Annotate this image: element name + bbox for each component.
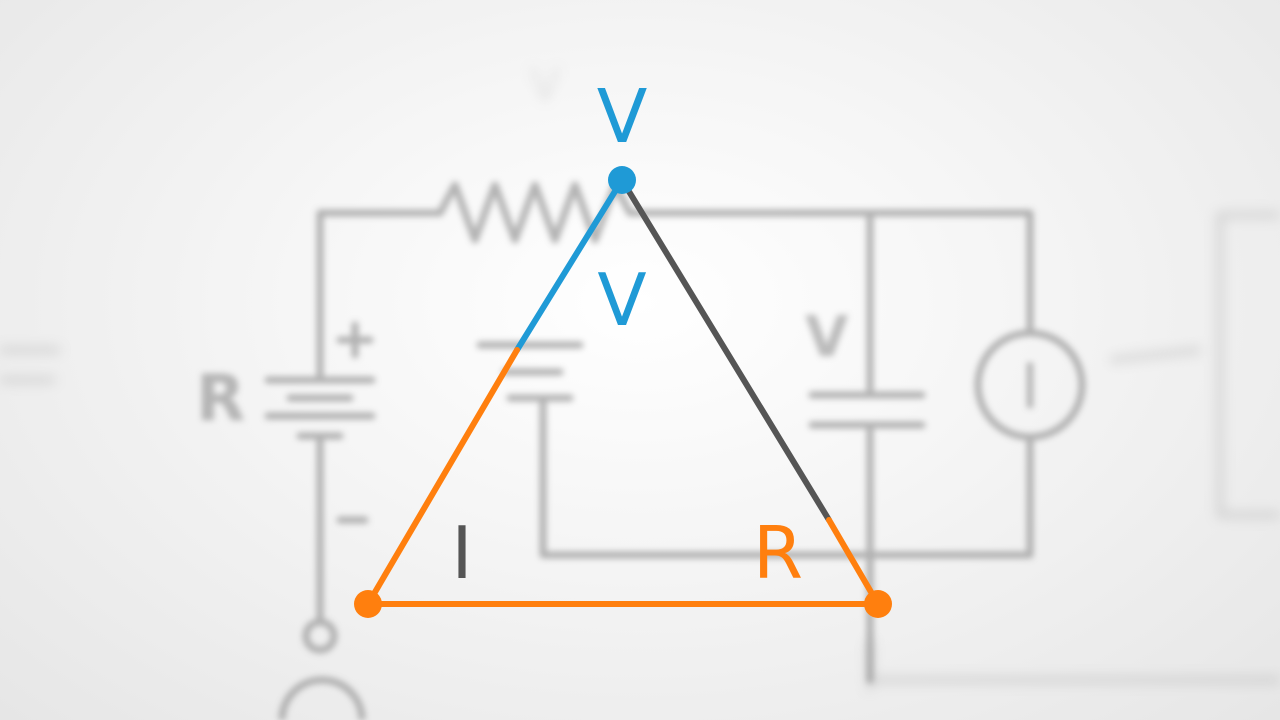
ammeter-label: I bbox=[1021, 350, 1039, 423]
bottom-node bbox=[302, 618, 338, 654]
vertex-bottom-right bbox=[864, 590, 892, 618]
triangle-right-side-orange bbox=[826, 517, 881, 607]
wire-top-left bbox=[316, 209, 444, 264]
triangle-left-side-blue bbox=[514, 177, 625, 353]
far-right-component bbox=[1217, 212, 1280, 518]
label-top-v: V bbox=[597, 74, 648, 160]
bottom-component bbox=[278, 676, 366, 720]
label-inner-v: V bbox=[597, 258, 646, 342]
background-v-label: V bbox=[805, 305, 849, 370]
triangle-left-side-orange bbox=[365, 347, 520, 607]
resistor-zigzag bbox=[436, 181, 634, 244]
background-r-label: R bbox=[196, 362, 245, 436]
vertex-top bbox=[608, 166, 636, 194]
wire-top-right bbox=[626, 209, 1034, 334]
vertex-bottom-left bbox=[354, 590, 382, 618]
triangle-right-side-dark bbox=[619, 177, 832, 523]
ammeter-circle bbox=[974, 329, 1086, 441]
faint-v-label: V bbox=[530, 60, 560, 111]
label-current-i: I bbox=[451, 511, 472, 595]
wire-inner-loop bbox=[539, 394, 1034, 559]
label-resistance-r: R bbox=[753, 511, 803, 595]
far-right-scribble bbox=[1109, 347, 1201, 363]
